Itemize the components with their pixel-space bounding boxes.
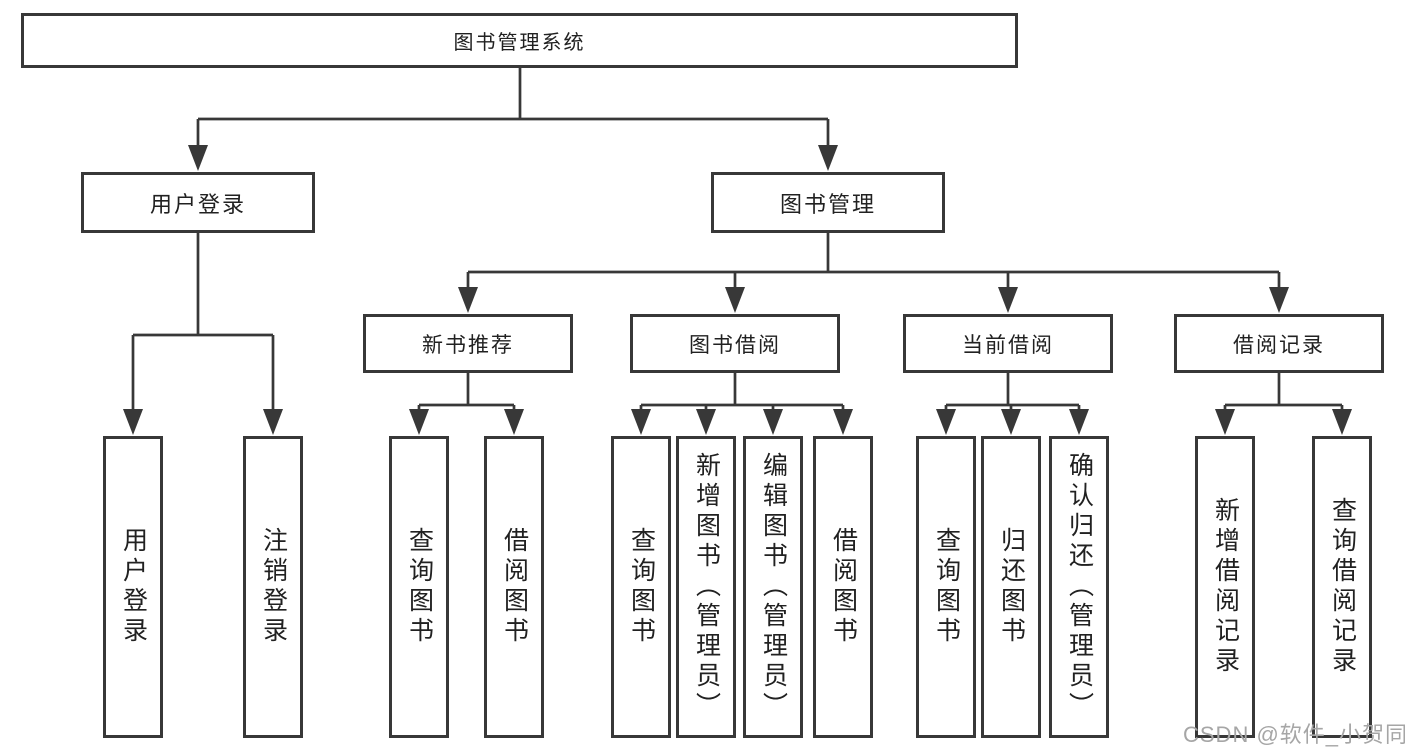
leaf-label: 归还图书 — [997, 527, 1026, 647]
leaf-label: 编辑图书（管理员） — [759, 452, 788, 722]
node-borrow-records: 借阅记录 — [1174, 314, 1384, 373]
arrowhead-icon — [1269, 287, 1289, 313]
csdn-watermark: CSDN @软件_小贺同学 — [1183, 722, 1405, 747]
leaf-user-login: 用户登录 — [103, 436, 163, 738]
leaf-label: 新增借阅记录 — [1211, 497, 1240, 677]
leaf-query-books-borrow: 查询图书 — [611, 436, 671, 738]
arrowhead-icon — [504, 409, 524, 435]
leaf-add-borrow-record: 新增借阅记录 — [1195, 436, 1255, 738]
leaf-borrow-books: 借阅图书 — [813, 436, 873, 738]
node-label: 用户登录 — [149, 191, 246, 217]
leaf-query-books-current: 查询图书 — [916, 436, 976, 738]
arrowhead-icon — [123, 409, 143, 435]
node-label: 图书管理系统 — [453, 32, 586, 54]
arrowhead-icon — [936, 409, 956, 435]
leaf-label: 查询借阅记录 — [1328, 497, 1357, 677]
arrowhead-icon — [263, 409, 283, 435]
leaf-query-borrow-record: 查询借阅记录 — [1312, 436, 1372, 738]
leaf-label: 新增图书（管理员） — [692, 452, 721, 722]
connector-borrow-records — [1215, 373, 1352, 435]
node-current-borrow: 当前借阅 — [903, 314, 1113, 373]
connector-current-borrow — [936, 373, 1089, 435]
arrowhead-icon — [409, 409, 429, 435]
node-label: 图书管理 — [779, 191, 876, 217]
node-root-library-system: 图书管理系统 — [21, 13, 1018, 68]
leaf-query-books-recommend: 查询图书 — [389, 436, 449, 738]
connector-book-borrow — [631, 373, 853, 435]
connector-new-book-recommend — [409, 373, 524, 435]
arrowhead-icon — [833, 409, 853, 435]
leaf-edit-books-admin: 编辑图书（管理员） — [743, 436, 803, 738]
arrowhead-icon — [631, 409, 651, 435]
arrowhead-icon — [725, 287, 745, 313]
node-label: 借阅记录 — [1233, 333, 1325, 357]
leaf-label: 查询图书 — [627, 527, 656, 647]
node-label: 新书推荐 — [422, 333, 514, 357]
arrowhead-icon — [1069, 409, 1089, 435]
connector-book-management — [458, 233, 1289, 313]
node-label: 当前借阅 — [962, 333, 1054, 357]
node-book-borrow: 图书借阅 — [630, 314, 840, 373]
leaf-return-books: 归还图书 — [981, 436, 1041, 738]
leaf-label: 查询图书 — [932, 527, 961, 647]
arrowhead-icon — [188, 145, 208, 171]
arrowhead-icon — [818, 145, 838, 171]
node-new-book-recommend: 新书推荐 — [363, 314, 573, 373]
connector-root-to-level2 — [188, 68, 838, 171]
leaf-confirm-return-admin: 确认归还（管理员） — [1049, 436, 1109, 738]
arrowhead-icon — [696, 409, 716, 435]
arrowhead-icon — [1001, 409, 1021, 435]
arrowhead-icon — [1215, 409, 1235, 435]
arrowhead-icon — [458, 287, 478, 313]
node-label: 图书借阅 — [689, 333, 781, 357]
leaf-label: 借阅图书 — [500, 527, 529, 647]
leaf-label: 确认归还（管理员） — [1065, 452, 1094, 722]
leaf-label: 查询图书 — [405, 527, 434, 647]
leaf-label: 注销登录 — [259, 527, 288, 647]
connector-user-login — [123, 233, 283, 435]
leaf-add-books-admin: 新增图书（管理员） — [676, 436, 736, 738]
node-book-management: 图书管理 — [711, 172, 945, 233]
arrowhead-icon — [998, 287, 1018, 313]
leaf-label: 用户登录 — [119, 527, 148, 647]
leaf-borrow-books-recommend: 借阅图书 — [484, 436, 544, 738]
arrowhead-icon — [1332, 409, 1352, 435]
leaf-label: 借阅图书 — [829, 527, 858, 647]
leaf-logout: 注销登录 — [243, 436, 303, 738]
node-user-login: 用户登录 — [81, 172, 315, 233]
arrowhead-icon — [763, 409, 783, 435]
